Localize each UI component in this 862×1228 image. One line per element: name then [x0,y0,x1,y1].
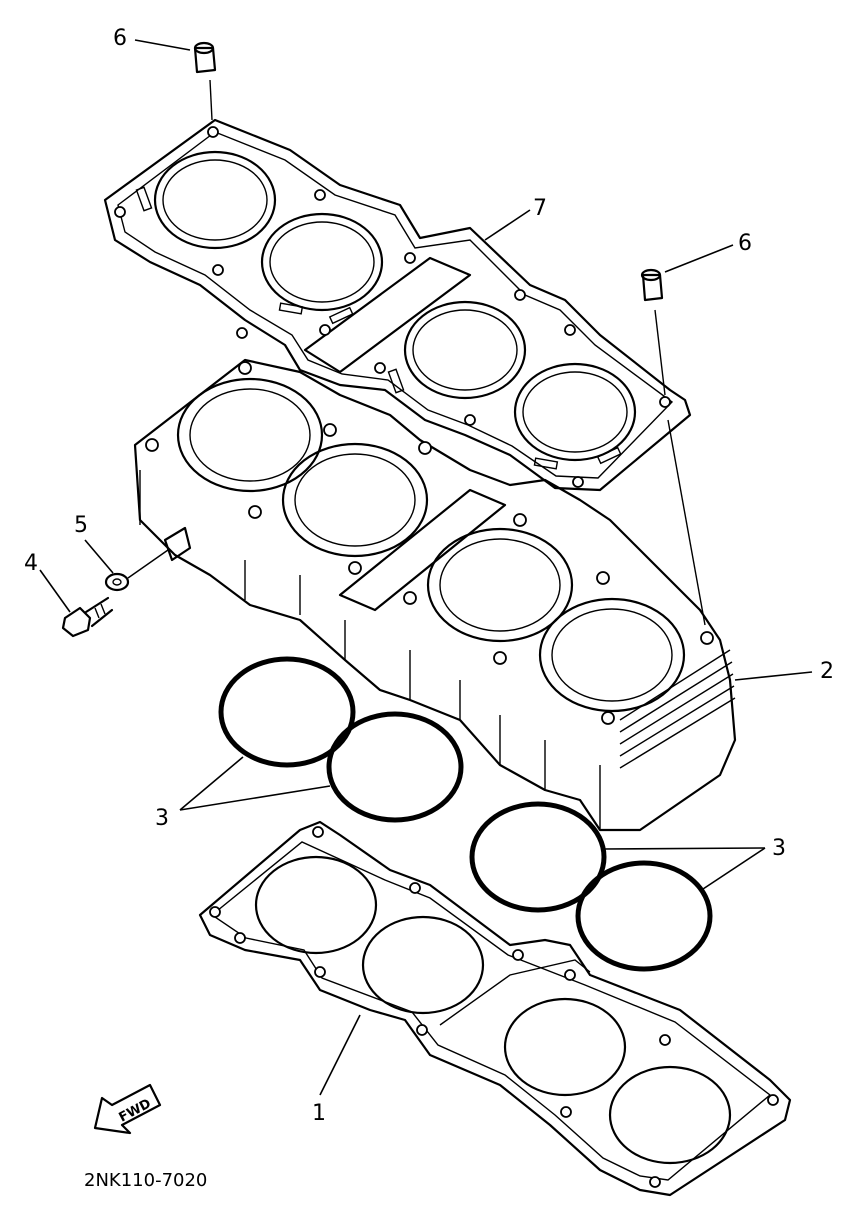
cylinder-block [133,358,737,832]
washer [104,549,169,592]
callout-6-right: 6 [738,231,752,256]
base-gasket [198,820,792,1197]
callout-3-left: 3 [155,806,169,831]
callout-1: 1 [312,1101,326,1126]
callout-3-right: 3 [772,836,786,861]
upper-head-gasket [103,118,692,492]
leader-lines [39,39,813,1096]
o-rings [218,656,713,972]
fwd-arrow-icon: FWD [93,1083,162,1135]
diagram-code: 2NK110-7020 [84,1170,207,1191]
callout-7: 7 [533,196,547,221]
bolt [61,596,114,638]
callout-6-top: 6 [113,26,127,51]
dowel-pin-right [640,268,706,626]
callout-4: 4 [24,551,38,576]
dowel-pin-top [193,41,217,121]
callout-5: 5 [74,513,88,538]
callout-2: 2 [820,659,834,684]
